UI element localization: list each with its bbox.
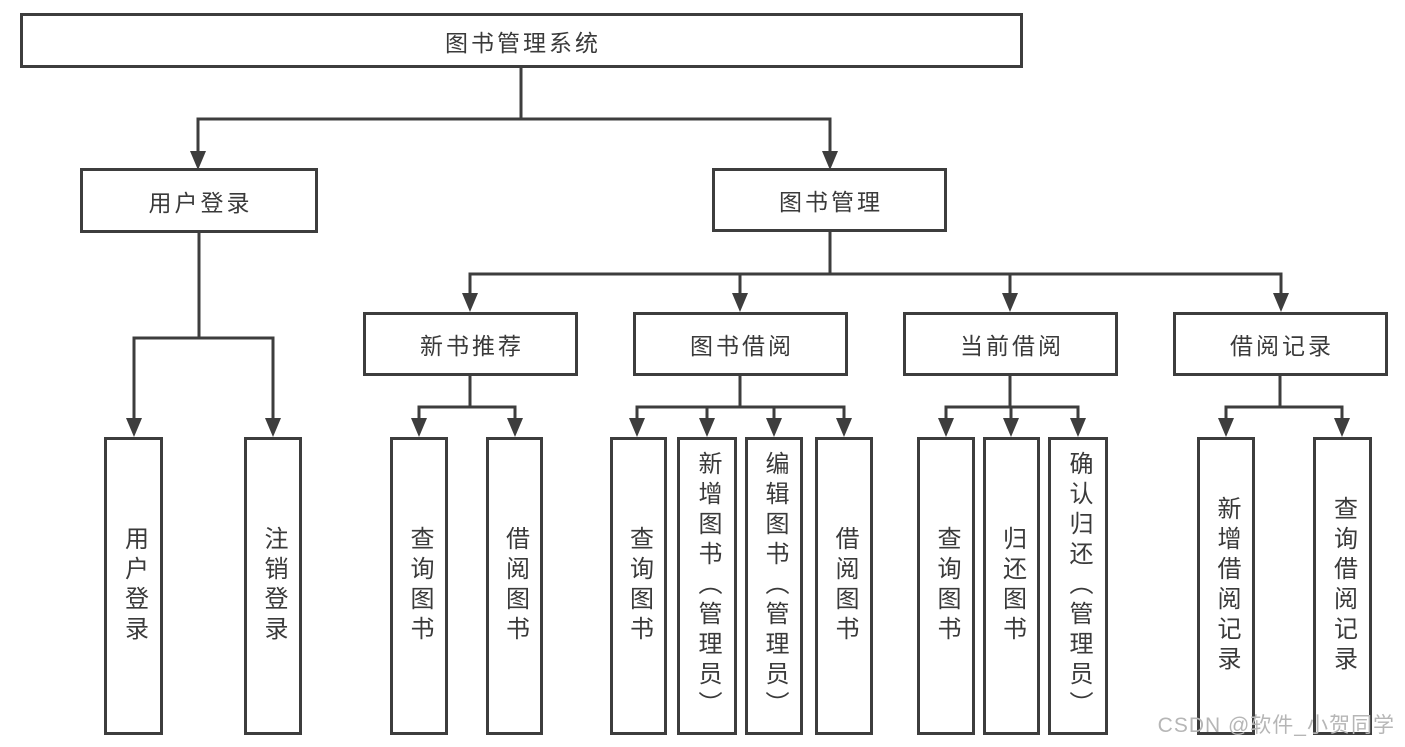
leaf-query-borrow-record-label: 查询借阅记录 [1329,496,1357,676]
leaf-user-login-label: 用户登录 [120,526,148,646]
leaf-add-books-admin-label: 新增图书（管理员） [694,451,721,721]
leaf-borrow-books-borrow-label: 借阅图书 [831,526,858,646]
node-book-management: 图书管理 [712,168,947,232]
leaf-borrow-books-recommend-label: 借阅图书 [501,526,529,646]
leaf-borrow-books-recommend: 借阅图书 [486,437,543,735]
leaf-add-borrow-record-label: 新增借阅记录 [1213,496,1240,676]
leaf-query-books-recommend: 查询图书 [390,437,448,735]
leaf-confirm-return-admin: 确认归还（管理员） [1048,437,1108,735]
watermark: CSDN @软件_小贺同学 [1157,714,1395,737]
leaf-add-books-admin: 新增图书（管理员） [677,437,737,735]
leaf-return-books: 归还图书 [983,437,1040,735]
leaf-logout-label: 注销登录 [260,526,287,646]
leaf-query-books-borrow: 查询图书 [610,437,667,735]
node-book-borrow: 图书借阅 [633,312,848,376]
leaf-query-borrow-record: 查询借阅记录 [1313,437,1372,735]
node-borrow-records-label: 借阅记录 [1230,333,1334,359]
node-library-system-label: 图书管理系统 [445,29,601,56]
leaf-query-books-current: 查询图书 [917,437,975,735]
leaf-query-books-recommend-label: 查询图书 [406,526,433,646]
leaf-confirm-return-admin-label: 确认归还（管理员） [1065,451,1092,721]
leaf-user-login: 用户登录 [104,437,163,735]
node-borrow-records: 借阅记录 [1173,312,1388,376]
leaf-query-books-current-label: 查询图书 [933,526,960,646]
node-library-system: 图书管理系统 [20,13,1023,68]
node-book-management-label: 图书管理 [779,189,883,215]
leaf-logout: 注销登录 [244,437,302,735]
leaf-return-books-label: 归还图书 [998,526,1026,646]
node-book-borrow-label: 图书借阅 [690,333,794,359]
leaf-borrow-books-borrow: 借阅图书 [815,437,873,735]
node-current-borrow-label: 当前借阅 [960,333,1064,359]
node-user-login-label: 用户登录 [148,189,253,216]
node-new-book-recommend-label: 新书推荐 [420,333,524,359]
leaf-add-borrow-record: 新增借阅记录 [1197,437,1255,735]
node-new-book-recommend: 新书推荐 [363,312,578,376]
leaf-edit-books-admin-label: 编辑图书（管理员） [761,451,788,721]
node-user-login: 用户登录 [80,168,318,233]
node-current-borrow: 当前借阅 [903,312,1118,376]
leaf-query-books-borrow-label: 查询图书 [625,526,653,646]
leaf-edit-books-admin: 编辑图书（管理员） [745,437,803,735]
